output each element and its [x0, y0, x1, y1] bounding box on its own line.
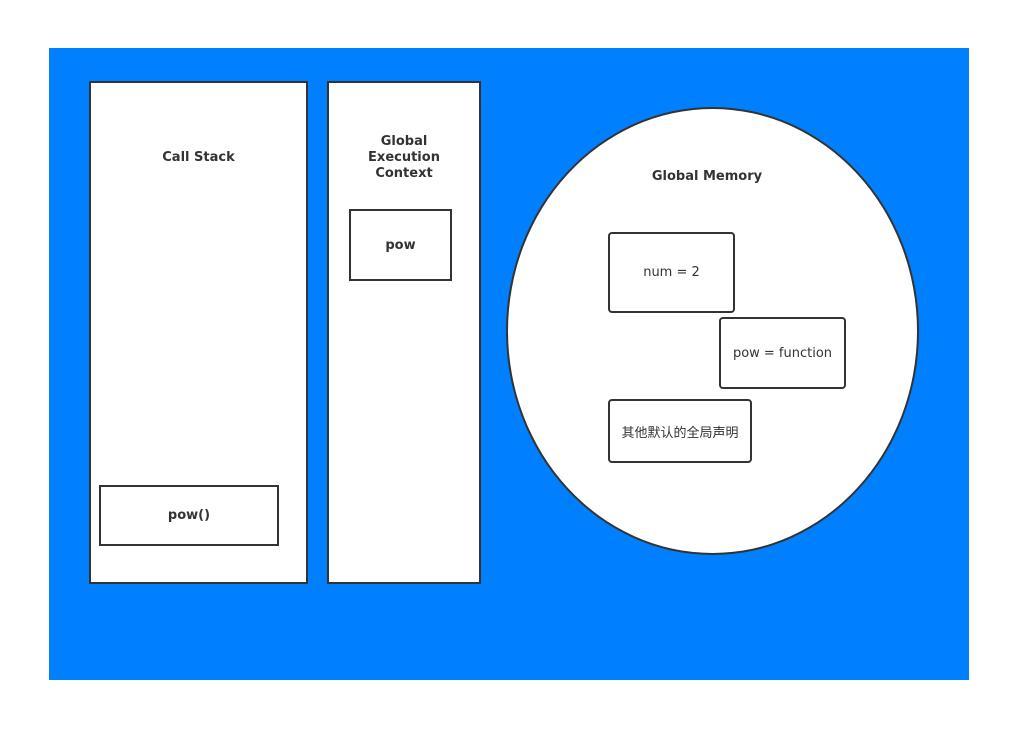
global-execution-context-title: Global Execution Context	[368, 134, 440, 181]
memory-entry-num: num = 2	[608, 232, 735, 313]
global-execution-context-item: pow	[349, 209, 452, 281]
call-stack-frame: pow()	[99, 485, 279, 546]
global-memory-title: Global Memory	[651, 169, 763, 184]
global-execution-context-panel: Global Execution Context	[327, 81, 481, 584]
call-stack-title: Call Stack	[162, 150, 235, 165]
memory-entry-pow: pow = function	[719, 317, 846, 389]
memory-entry-other-globals: 其他默认的全局声明	[608, 399, 752, 463]
global-memory-circle	[506, 107, 919, 555]
